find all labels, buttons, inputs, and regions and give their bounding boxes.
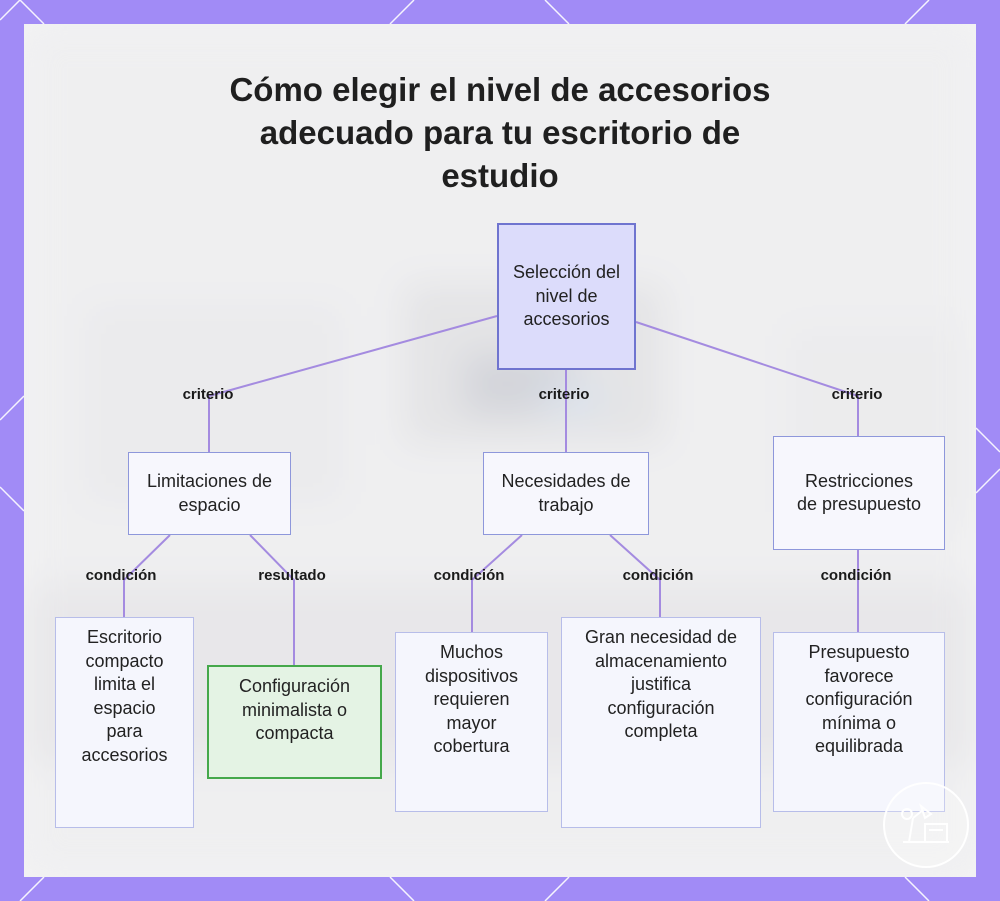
- node-limitaciones-label: Limitaciones de espacio: [145, 470, 275, 517]
- node-escritorio-compacto: Escritorio compacto limita el espacio pa…: [55, 617, 194, 828]
- node-gran-label: Gran necesidad de almacenamiento justifi…: [581, 626, 741, 744]
- node-configuracion-label: Configuración minimalista o compacta: [225, 675, 365, 746]
- node-escritorio-label: Escritorio compacto limita el espacio pa…: [75, 626, 175, 767]
- edge-label-condicion-1: condición: [86, 567, 157, 584]
- desk-lamp-icon-graphic: [885, 784, 967, 866]
- node-presupuesto-label: Presupuesto favorece configuración mínim…: [794, 641, 924, 759]
- node-root-label: Selección del nivel de accesorios: [503, 261, 630, 332]
- node-muchos-dispositivos: Muchos dispositivos requieren mayor cobe…: [395, 632, 548, 812]
- node-gran-necesidad: Gran necesidad de almacenamiento justifi…: [561, 617, 761, 828]
- node-configuracion-minimalista: Configuración minimalista o compacta: [207, 665, 382, 779]
- node-necesidades-label: Necesidades de trabajo: [501, 470, 631, 517]
- edge-label-resultado: resultado: [258, 567, 326, 584]
- edge-label-criterio-3: criterio: [832, 386, 883, 403]
- node-limitaciones-espacio: Limitaciones de espacio: [128, 452, 291, 535]
- edge-label-condicion-3: condición: [623, 567, 694, 584]
- desk-lamp-icon: [883, 782, 969, 868]
- node-restricciones-presupuesto: Restricciones de presupuesto: [773, 436, 945, 550]
- node-root: Selección del nivel de accesorios: [497, 223, 636, 370]
- edge-label-condicion-4: condición: [821, 567, 892, 584]
- node-necesidades-trabajo: Necesidades de trabajo: [483, 452, 649, 535]
- node-muchos-label: Muchos dispositivos requieren mayor cobe…: [417, 641, 527, 759]
- edge-label-condicion-2: condición: [434, 567, 505, 584]
- edge-label-criterio-1: criterio: [183, 386, 234, 403]
- diagram-title: Cómo elegir el nivel de accesorios adecu…: [200, 68, 800, 197]
- node-restricciones-label: Restricciones de presupuesto: [794, 470, 924, 517]
- edge-label-criterio-2: criterio: [539, 386, 590, 403]
